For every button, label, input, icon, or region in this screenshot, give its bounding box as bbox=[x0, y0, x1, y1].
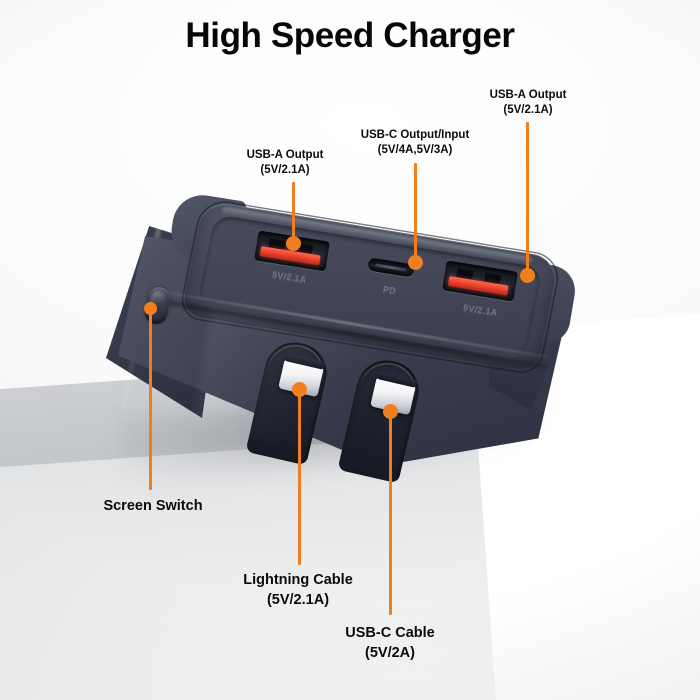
callout-usb-a-right-line2: (5V/2.1A) bbox=[503, 104, 553, 116]
page-title: High Speed Charger bbox=[0, 16, 700, 56]
callout-usb-c: USB-C Output/Input (5V/4A,5V/3A) bbox=[335, 128, 495, 158]
leader-dot-usb-a-right bbox=[520, 268, 535, 283]
callout-usb-a-left-line2: (5V/2.1A) bbox=[260, 164, 310, 176]
callout-usb-a-right: USB-A Output (5V/2.1A) bbox=[448, 88, 608, 118]
leader-dot-usb-a-left bbox=[286, 236, 301, 251]
leader-line-usb-c-cable bbox=[389, 415, 392, 615]
callout-lightning-cable-line1: Lightning Cable bbox=[243, 572, 353, 588]
leader-line-usb-a-right bbox=[526, 122, 529, 274]
callout-screen-switch-line1: Screen Switch bbox=[103, 498, 203, 514]
callout-usb-c-line2: (5V/4A,5V/3A) bbox=[377, 144, 453, 156]
callout-usb-a-right-line1: USB-A Output bbox=[489, 89, 567, 101]
leader-dot-screen-switch bbox=[144, 302, 157, 315]
callout-usb-c-cable: USB-C Cable (5V/2A) bbox=[300, 623, 480, 663]
leader-dot-lightning-cable bbox=[292, 382, 307, 397]
leader-line-lightning-cable bbox=[298, 393, 301, 565]
callout-usb-a-left-line1: USB-A Output bbox=[246, 149, 324, 161]
callout-usb-a-left: USB-A Output (5V/2.1A) bbox=[205, 148, 365, 178]
callout-usb-c-line1: USB-C Output/Input bbox=[360, 129, 470, 141]
callout-lightning-cable: Lightning Cable (5V/2.1A) bbox=[208, 570, 388, 610]
callout-lightning-cable-line2: (5V/2.1A) bbox=[266, 592, 330, 608]
leader-line-usb-a-left bbox=[292, 182, 295, 242]
leader-line-screen-switch bbox=[149, 310, 152, 490]
callout-screen-switch: Screen Switch bbox=[58, 496, 248, 516]
leader-line-usb-c bbox=[414, 163, 417, 261]
leader-dot-usb-c bbox=[408, 255, 423, 270]
leader-dot-usb-c-cable bbox=[383, 404, 398, 419]
callout-usb-c-cable-line2: (5V/2A) bbox=[365, 645, 415, 661]
callout-usb-c-cable-line1: USB-C Cable bbox=[345, 625, 435, 641]
